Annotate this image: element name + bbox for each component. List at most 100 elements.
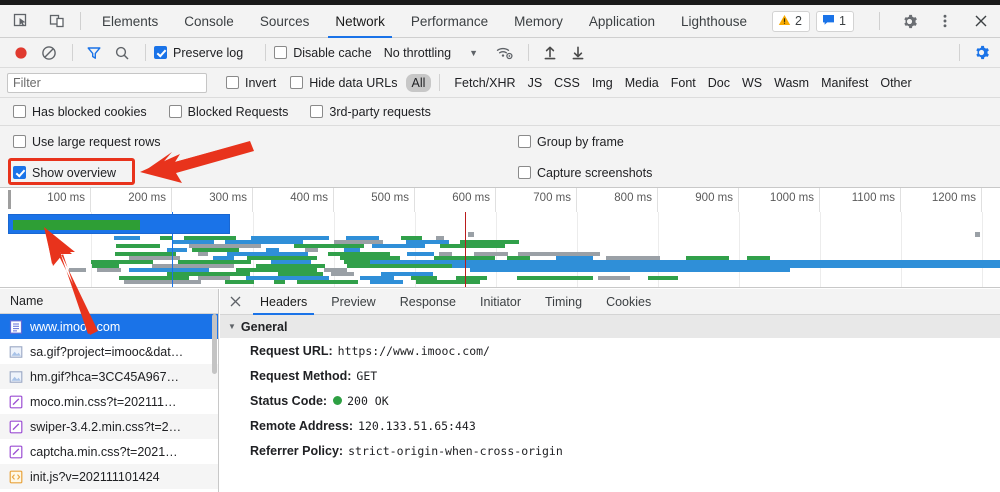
tab-timing-label: Timing: [545, 294, 583, 309]
general-field-key: Request URL:: [250, 343, 333, 358]
third-party-requests-checkbox[interactable]: 3rd-party requests: [310, 105, 431, 119]
filter-type-css[interactable]: CSS: [554, 75, 580, 90]
filter-type-font[interactable]: Font: [670, 75, 696, 90]
throttling-dropdown[interactable]: No throttling ▼: [384, 46, 478, 60]
tab-performance[interactable]: Performance: [398, 5, 501, 38]
ruler-tick: 200 ms: [91, 188, 172, 212]
capture-screenshots-checkbox[interactable]: Capture screenshots: [518, 166, 652, 180]
tab-cookies-label: Cookies: [606, 294, 652, 309]
filter-type-ws[interactable]: WS: [742, 75, 763, 90]
filter-type-js[interactable]: JS: [527, 75, 543, 90]
request-row[interactable]: swiper-3.4.2.min.css?t=2…: [0, 414, 218, 439]
funnel-icon[interactable]: [81, 41, 107, 65]
kebab-menu-icon[interactable]: [930, 8, 960, 34]
blocked-requests-checkbox[interactable]: Blocked Requests: [168, 105, 288, 119]
close-icon[interactable]: [966, 8, 996, 34]
overview-bar: [184, 236, 236, 240]
request-list-header[interactable]: Name: [0, 289, 218, 314]
filter-type-doc[interactable]: Doc: [707, 75, 730, 90]
request-list-scrollbar[interactable]: [212, 314, 217, 374]
invert-label: Invert: [245, 75, 277, 90]
tab-headers[interactable]: Headers: [248, 289, 319, 315]
wifi-settings-icon[interactable]: [492, 41, 518, 65]
tab-memory[interactable]: Memory: [501, 5, 576, 38]
gear-icon-blue[interactable]: [968, 41, 994, 65]
filter-type-other[interactable]: Other: [880, 75, 912, 90]
toolbar-divider-3: [265, 44, 267, 61]
overview-bar: [213, 256, 234, 260]
request-row[interactable]: init.js?v=202111101424: [0, 464, 218, 489]
overview-bar: [97, 268, 121, 272]
tab-sources[interactable]: Sources: [247, 5, 323, 38]
overview-bar: [192, 248, 239, 252]
general-field-key: Request Method:: [250, 368, 352, 383]
overview-bar: [173, 240, 214, 244]
tab-cookies[interactable]: Cookies: [594, 289, 663, 315]
ruler-tick: 1200 ms: [901, 188, 982, 212]
overview-gridline: [415, 212, 416, 287]
search-icon[interactable]: [109, 41, 135, 65]
resource-type-filters: All Fetch/XHR JS CSS Img Media Font Doc …: [405, 73, 918, 92]
request-row-selected[interactable]: www.imooc.com: [0, 314, 218, 339]
request-row[interactable]: sa.gif?project=imooc&dat…: [0, 339, 218, 364]
tab-memory-label: Memory: [514, 13, 563, 29]
details-tabbar: Headers Preview Response Initiator Timin…: [220, 289, 1000, 315]
tab-console[interactable]: Console: [171, 5, 247, 38]
group-by-frame-checkbox[interactable]: Group by frame: [518, 135, 624, 149]
request-name: swiper-3.4.2.min.css?t=2…: [30, 419, 182, 434]
has-blocked-cookies-checkbox[interactable]: Has blocked cookies: [13, 105, 147, 119]
filter-type-media[interactable]: Media: [624, 75, 659, 90]
overview-selection-fill: [13, 220, 140, 230]
preserve-log-checkbox[interactable]: Preserve log: [154, 46, 243, 60]
general-field-value: 200 OK: [347, 393, 389, 408]
general-section-title: General: [240, 319, 288, 334]
tab-lighthouse-label: Lighthouse: [680, 13, 748, 29]
filter-type-wasm[interactable]: Wasm: [774, 75, 810, 90]
clear-icon[interactable]: [36, 41, 62, 65]
overview-bar: [160, 236, 172, 240]
show-overview-checkbox[interactable]: Show overview: [13, 166, 116, 180]
tab-preview[interactable]: Preview: [319, 289, 387, 315]
download-arrow-icon[interactable]: [565, 41, 591, 65]
message-badge[interactable]: 1: [815, 10, 854, 32]
filter-type-img[interactable]: Img: [591, 75, 613, 90]
overview-bar-long: [355, 260, 1000, 264]
upload-arrow-icon[interactable]: [537, 41, 563, 65]
tab-timing[interactable]: Timing: [533, 289, 594, 315]
disable-cache-checkbox[interactable]: Disable cache: [274, 46, 372, 60]
filter-type-all[interactable]: All: [405, 73, 432, 92]
record-icon[interactable]: [8, 41, 34, 65]
overview-bar: [436, 236, 444, 240]
filter-type-fetch-xhr[interactable]: Fetch/XHR: [454, 75, 516, 90]
use-large-request-rows-checkbox[interactable]: Use large request rows: [13, 135, 161, 149]
request-row[interactable]: hm.gif?hca=3CC45A967…: [0, 364, 218, 389]
tab-application-label: Application: [588, 13, 655, 29]
overview-selection-window[interactable]: [8, 214, 230, 234]
request-row[interactable]: moco.min.css?t=202111…: [0, 389, 218, 414]
doc-file-icon: [8, 319, 23, 334]
invert-checkbox[interactable]: Invert: [226, 76, 276, 90]
request-row[interactable]: captcha.min.css?t=2021…: [0, 439, 218, 464]
tab-headers-label: Headers: [260, 294, 308, 309]
overview-bar: [227, 252, 308, 256]
network-overview[interactable]: [0, 212, 1000, 288]
network-toolbar: Preserve log Disable cache No throttling…: [0, 38, 1000, 68]
overview-bar: [119, 276, 189, 280]
tab-elements[interactable]: Elements: [89, 5, 171, 38]
close-icon[interactable]: [222, 289, 248, 315]
tab-lighthouse[interactable]: Lighthouse: [668, 5, 760, 38]
request-name: www.imooc.com: [30, 319, 121, 334]
triangle-down-icon: ▼: [228, 322, 236, 331]
tab-initiator[interactable]: Initiator: [468, 289, 533, 315]
hide-data-urls-checkbox[interactable]: Hide data URLs: [290, 76, 398, 90]
general-section-header[interactable]: ▼ General: [220, 315, 1000, 338]
device-toolbar-icon[interactable]: [42, 8, 72, 34]
filter-type-manifest[interactable]: Manifest: [821, 75, 869, 90]
filter-input[interactable]: [7, 72, 207, 93]
tab-application[interactable]: Application: [576, 5, 668, 38]
tab-response[interactable]: Response: [388, 289, 468, 315]
gear-icon[interactable]: [894, 8, 924, 34]
inspect-element-icon[interactable]: [6, 8, 36, 34]
warning-badge[interactable]: 2: [772, 10, 810, 32]
tab-network[interactable]: Network: [322, 5, 398, 38]
